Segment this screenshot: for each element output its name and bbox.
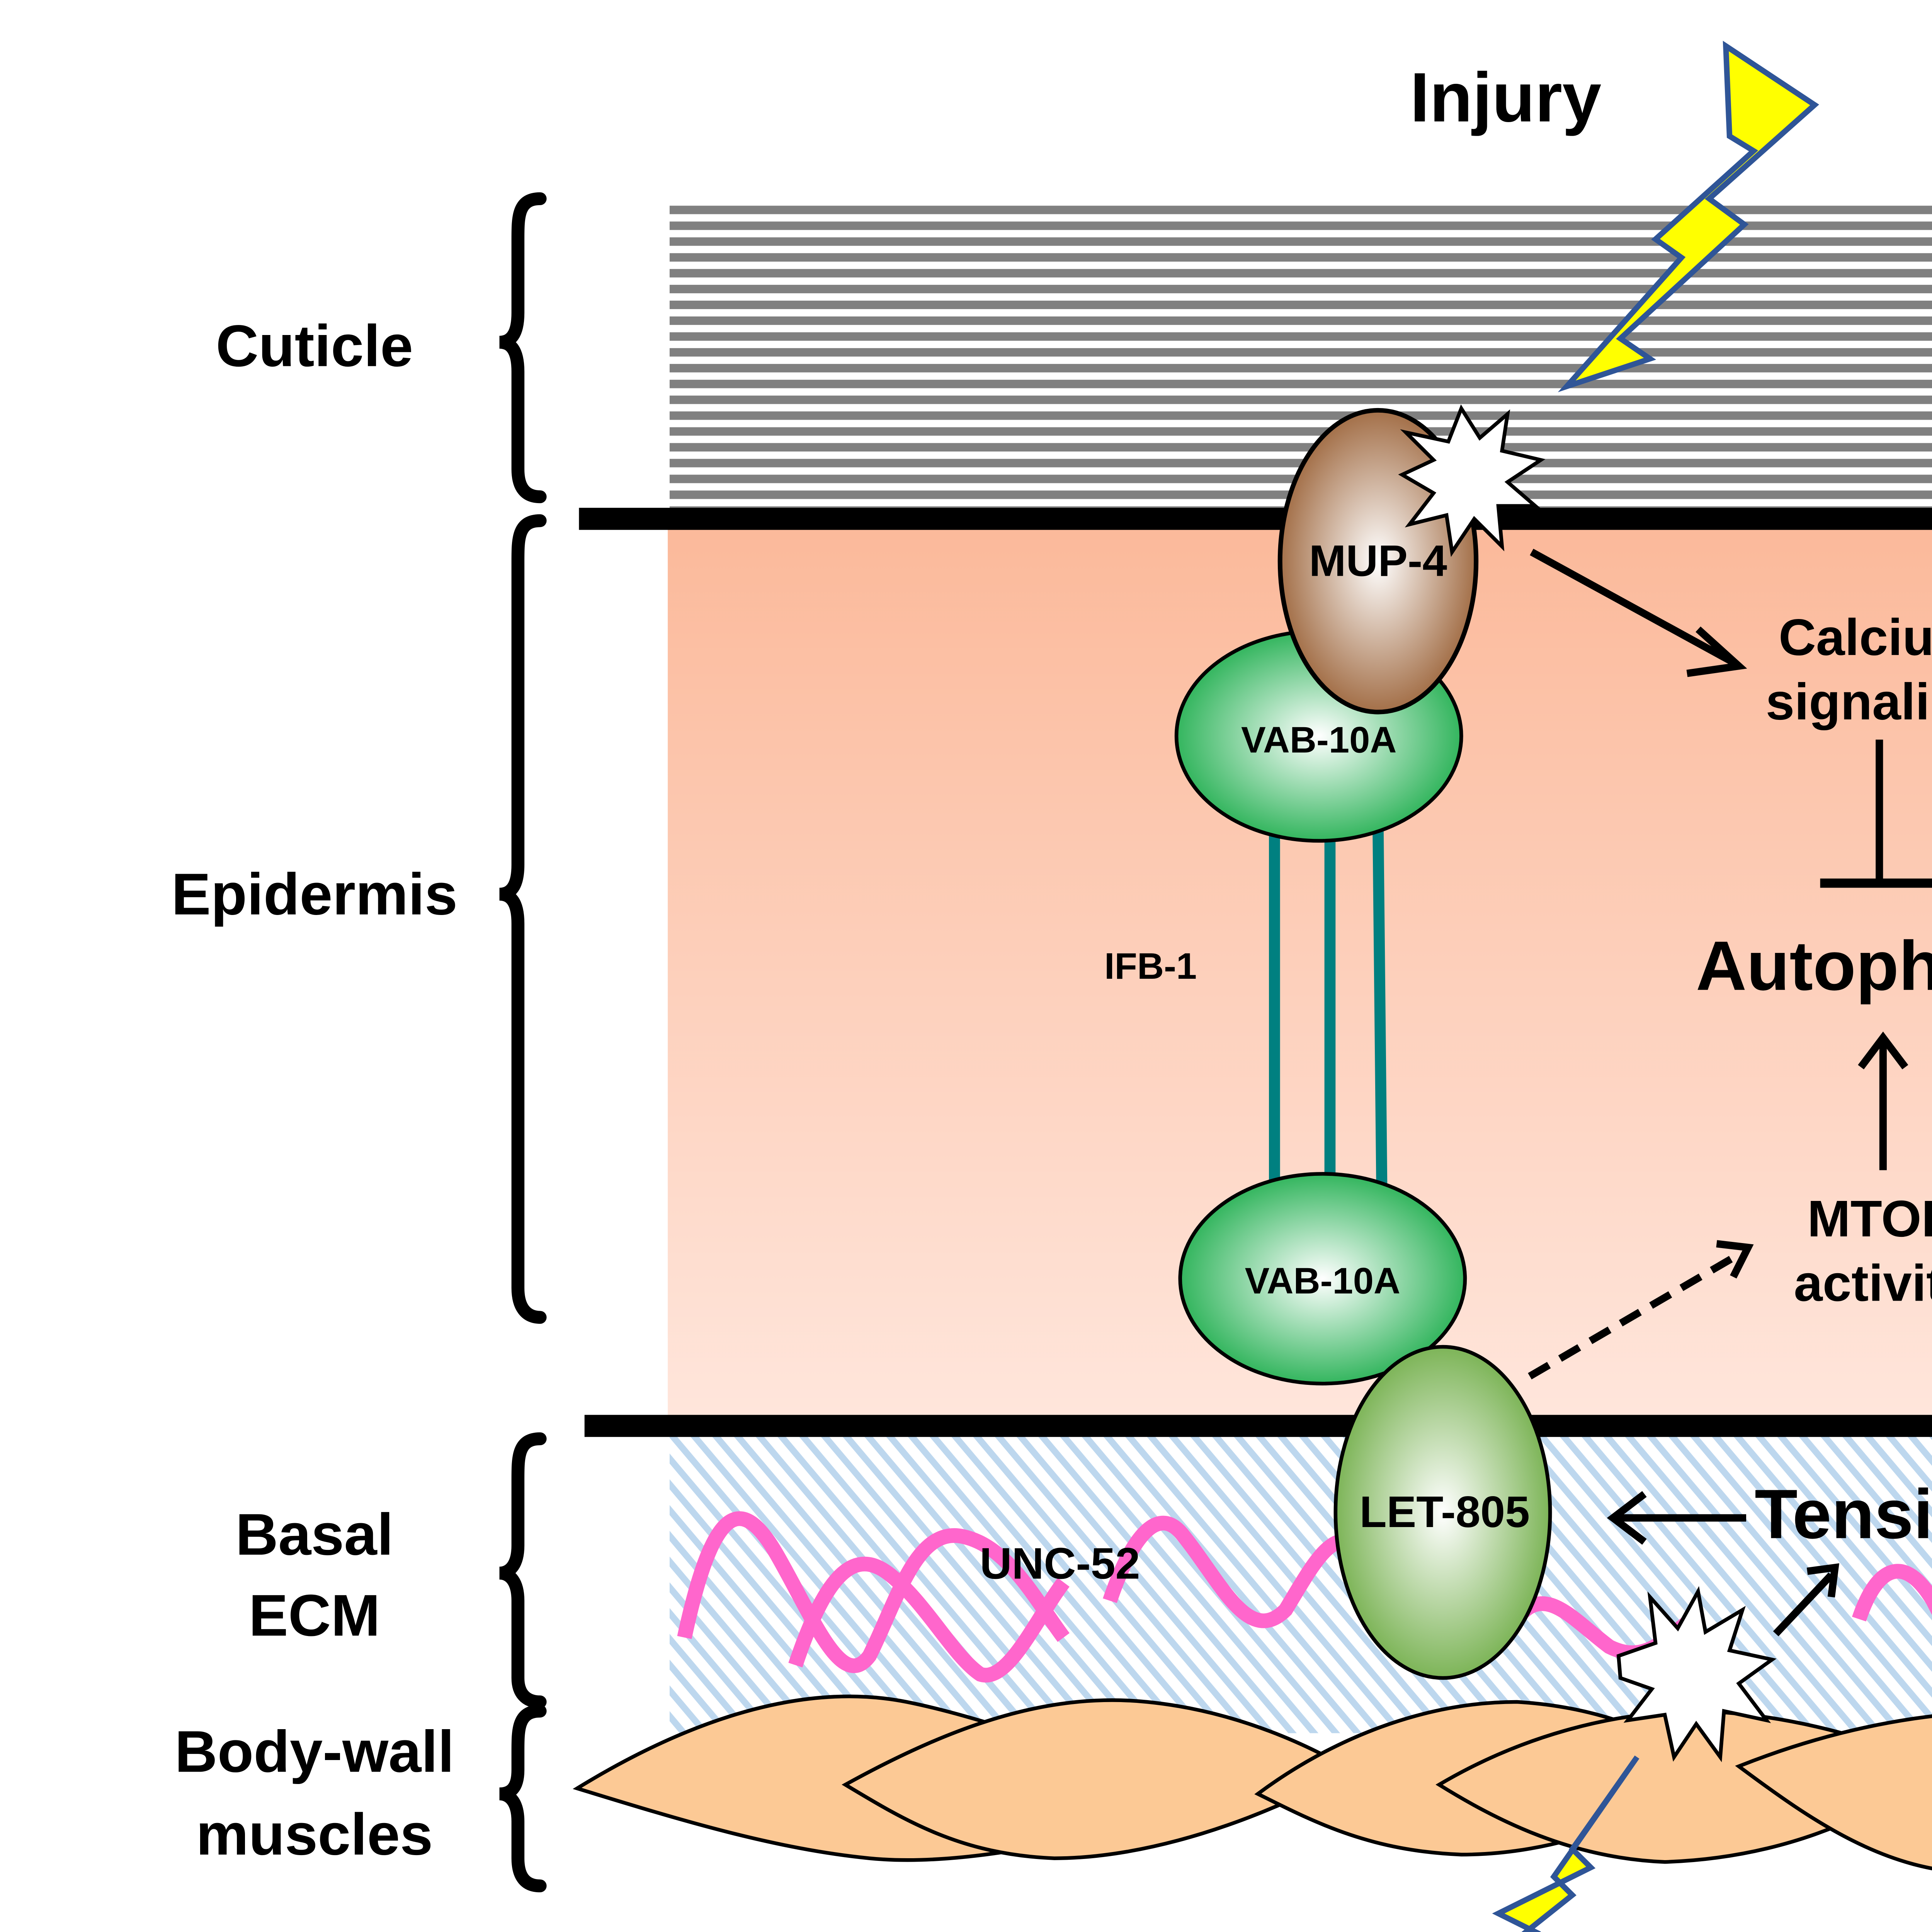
body-wall-muscles — [573, 1694, 1932, 1871]
brace-muscles — [499, 1704, 547, 1893]
ifb1-filament — [1372, 828, 1388, 1187]
label-mtor-line1: MTOR — [1807, 1190, 1932, 1248]
label-mtor-line2: activity — [1794, 1255, 1932, 1312]
arrowhead — [1806, 1563, 1839, 1598]
label-muscles-line1: Body-wall — [175, 1719, 454, 1785]
unc52-wave — [1103, 1515, 1364, 1628]
lightning-bolt-bottom-icon — [1492, 1755, 1639, 1932]
label-tension: Tension — [1755, 1475, 1932, 1553]
label-basal-ecm-line2: ECM — [249, 1583, 380, 1648]
brace-basal-ecm — [499, 1432, 547, 1709]
arrowhead — [1607, 1491, 1647, 1545]
let805-protein — [1333, 1345, 1552, 1680]
label-let805: LET-805 — [1359, 1487, 1530, 1537]
layer-braces — [499, 192, 547, 1893]
label-autophagy: Autophagy — [1696, 927, 1932, 1005]
label-calcium-line2: signaling — [1766, 673, 1932, 731]
label-epidermis: Epidermis — [172, 862, 458, 927]
lightning-bolt-top-icon — [1558, 41, 1819, 393]
arrow-let805-to-mtor — [1528, 1253, 1737, 1379]
label-unc52: UNC-52 — [980, 1539, 1140, 1588]
unc52-wave — [677, 1511, 1070, 1673]
arrowhead — [1686, 626, 1747, 677]
injury-burst-bottom-icon — [1616, 1586, 1777, 1762]
label-basal-ecm-line1: Basal — [235, 1502, 393, 1568]
label-cuticle: Cuticle — [216, 313, 413, 379]
brace-epidermis — [499, 514, 547, 1324]
injury-burst-top-icon — [1398, 404, 1546, 557]
label-muscles-line2: muscles — [196, 1802, 433, 1867]
ifb1-filaments — [1269, 828, 1388, 1187]
pathway-edges — [1528, 549, 1932, 1636]
muscle-cell — [1735, 1714, 1932, 1871]
label-mup4: MUP-4 — [1309, 536, 1447, 586]
arrow-mup4-to-calcium — [1530, 549, 1735, 666]
arrowhead — [1716, 1240, 1754, 1279]
basal-membrane — [584, 1415, 1932, 1437]
vab10a-bottom — [1178, 1172, 1467, 1386]
label-injury-top: Injury — [1410, 59, 1601, 136]
unc52-wave — [1852, 1564, 1932, 1622]
label-vab10a-top: VAB-10A — [1241, 720, 1396, 761]
unc52-wave — [788, 1556, 1070, 1683]
apical-membrane — [579, 508, 1932, 530]
label-ifb1: IFB-1 — [1104, 946, 1197, 987]
brace-cuticle — [499, 192, 547, 503]
label-injury-bottom: Injury — [1632, 1930, 1823, 1932]
label-vab10a-bottom: VAB-10A — [1245, 1261, 1400, 1302]
arrowhead — [1858, 1031, 1908, 1070]
arrow-injury-to-tension — [1773, 1572, 1834, 1636]
label-calcium-line1: Calcium — [1779, 609, 1932, 666]
